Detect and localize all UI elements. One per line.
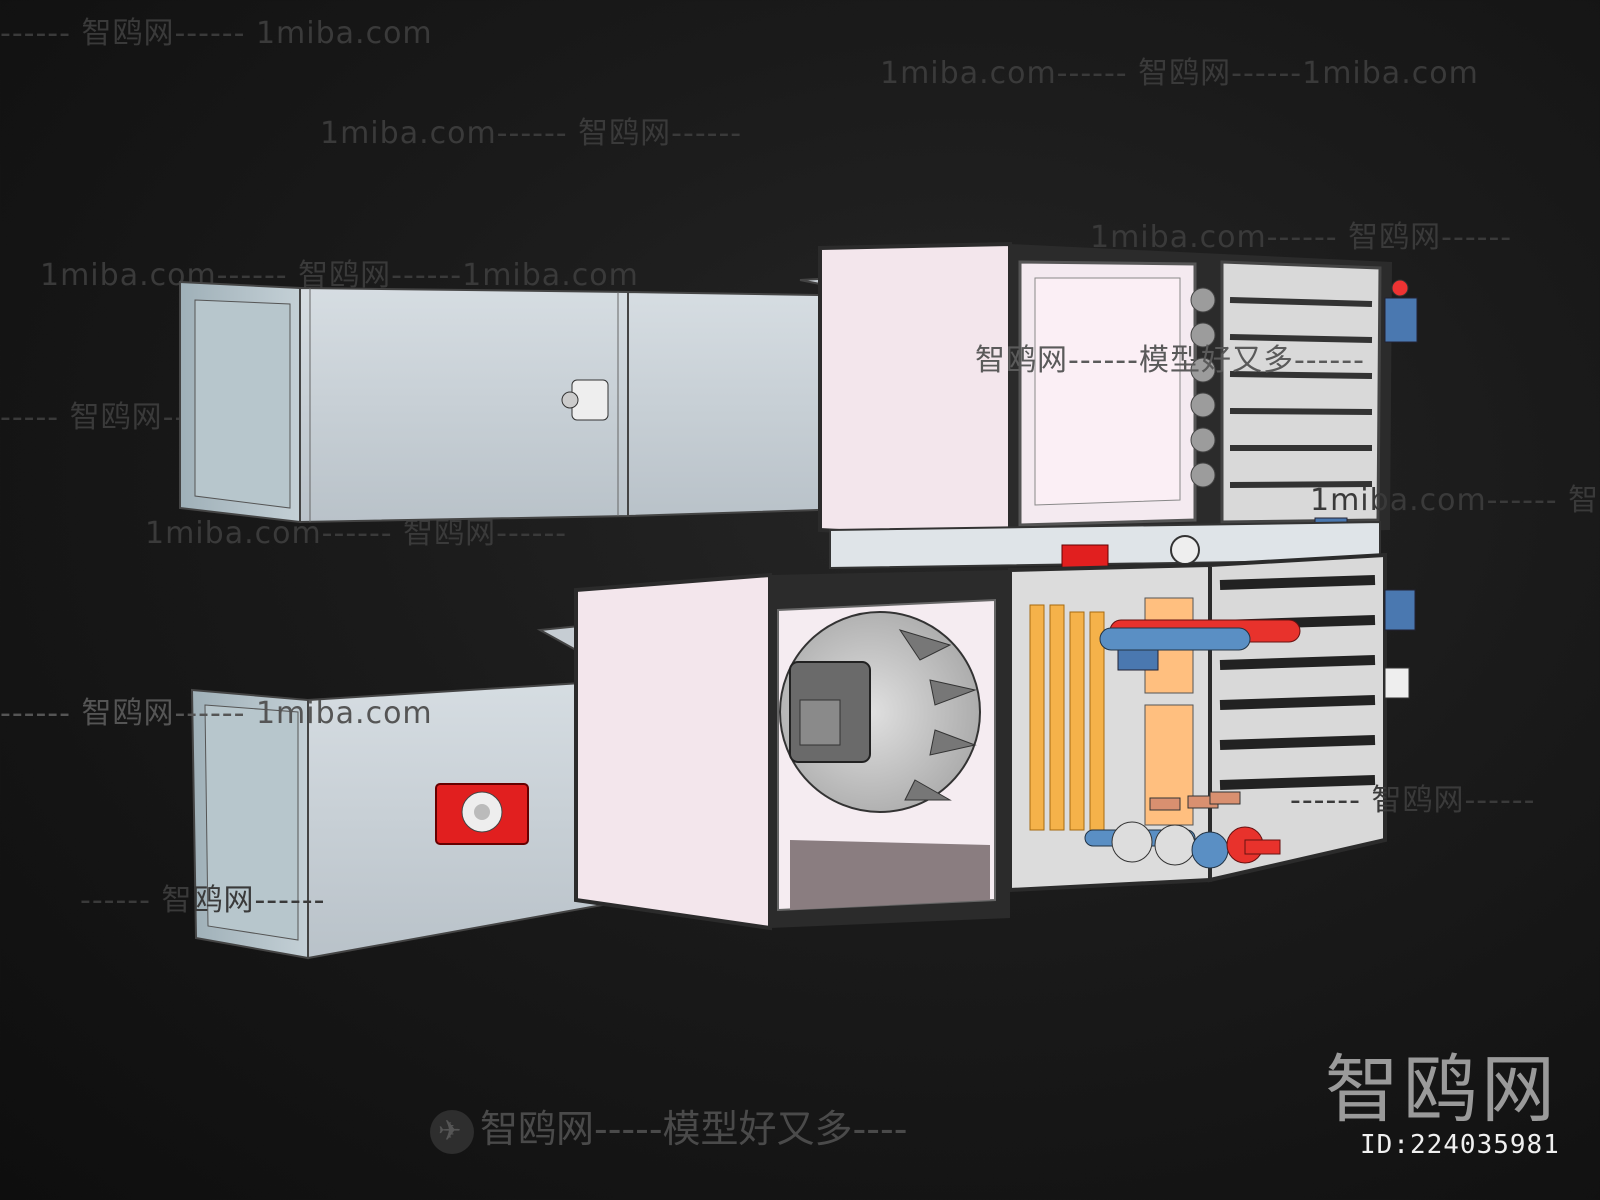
watermark: ------ 智鸥网------ xyxy=(80,883,326,918)
watermark: 1miba.com------ 智鸥网------ xyxy=(1310,483,1600,518)
watermark: 1miba.com------ 智鸥网------ xyxy=(320,116,743,151)
watermark: ------ 智鸥网------ 1miba.com xyxy=(0,16,433,51)
lower-casing-fan xyxy=(574,570,1010,931)
watermark: ------ 智鸥网------ 1miba.com xyxy=(0,696,433,731)
watermark: 智鸥网------模型好又多------ xyxy=(975,343,1365,378)
water-pipes xyxy=(1084,619,1301,869)
watermark: 1miba.com------ 智鸥网------1miba.com xyxy=(40,258,639,293)
upper-duct-left xyxy=(179,280,629,524)
slogan-watermark: 智鸥网-----模型好又多---- xyxy=(430,1098,907,1154)
image-id-label: ID:224035981 xyxy=(1360,1130,1560,1160)
upper-casing xyxy=(818,241,1418,549)
watermark: 1miba.com------ 智鸥网------1miba.com xyxy=(880,56,1479,91)
watermark: 1miba.com------ 智鸥网------ xyxy=(1090,220,1513,255)
seagull-logo-icon xyxy=(430,1109,474,1154)
brand-logo: 智鸥网 xyxy=(1325,1047,1559,1133)
lower-duct xyxy=(190,618,741,960)
watermark: ------ 智鸥网------ xyxy=(1290,783,1536,818)
